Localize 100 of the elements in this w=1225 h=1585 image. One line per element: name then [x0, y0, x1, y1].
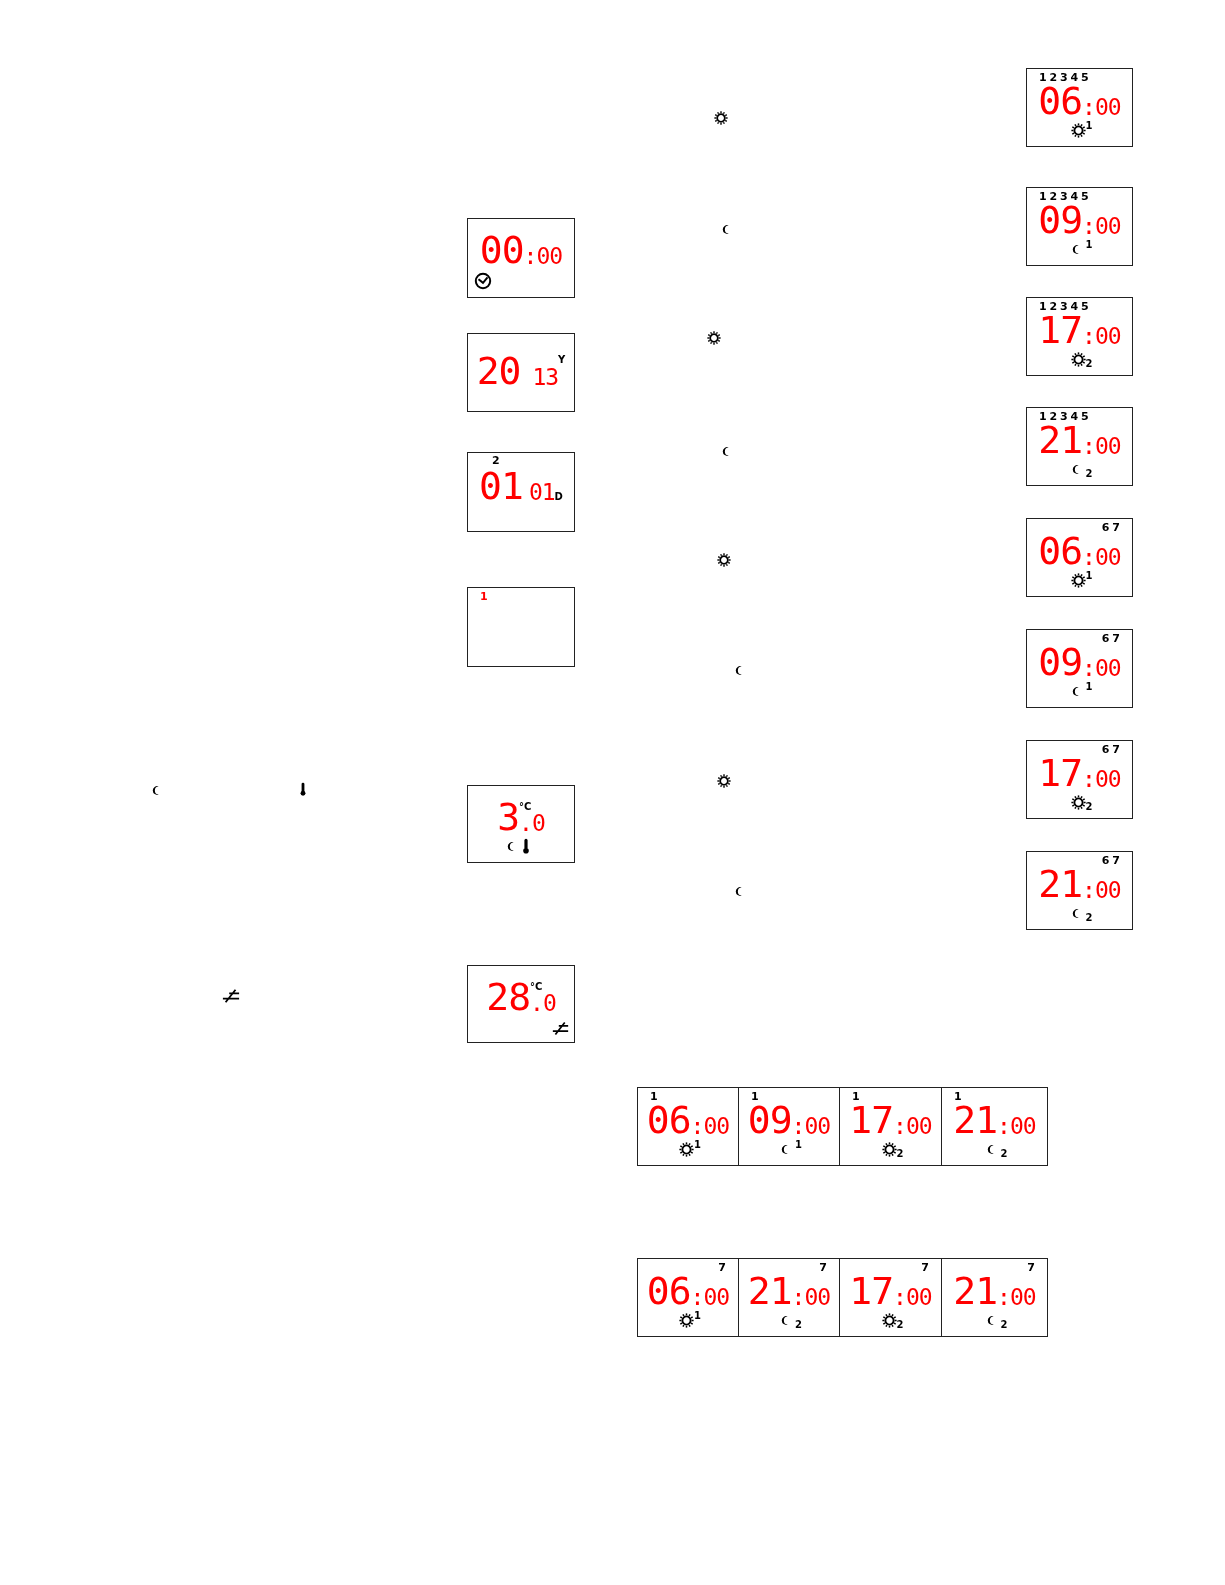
period-number: 1: [1085, 570, 1093, 582]
weekday-numbers: 1: [751, 1091, 759, 1103]
period-number: 2: [1085, 358, 1093, 370]
lcd-digits: :00: [523, 245, 563, 267]
lcd-digits: .0: [519, 812, 545, 834]
unit-label: °C: [530, 982, 543, 992]
lcd-display: [839, 1087, 942, 1166]
weekday-numbers: 1: [954, 1091, 962, 1103]
weekday-numbers: 6 7: [1101, 744, 1120, 756]
lcd-digits: :00: [1082, 96, 1121, 118]
unit-label: Y: [558, 354, 566, 366]
lcd-digits: 06: [646, 1103, 691, 1137]
lcd-display: [839, 1258, 942, 1337]
lcd-digits: :00: [1082, 657, 1121, 679]
weekday-numbers: 1 2 3 4 5: [1039, 191, 1089, 203]
weekday-numbers: 1 2 3 4 5: [1039, 301, 1089, 313]
period-number: 2: [1085, 801, 1093, 813]
weekday-numbers: 7: [921, 1262, 929, 1274]
weekday-numbers: 7: [1027, 1262, 1035, 1274]
lcd-digits: 06: [646, 1274, 691, 1308]
lcd-display: [637, 1258, 739, 1337]
lcd-digits: :00: [1082, 546, 1121, 568]
period-number: 1: [1085, 681, 1093, 693]
lcd-digits: 3: [497, 800, 520, 834]
program-number: 1: [480, 591, 488, 603]
lcd-display: [467, 218, 575, 298]
lcd-display: [941, 1258, 1048, 1337]
lcd-digits: 01: [528, 481, 555, 503]
lcd-digits: 20: [476, 354, 521, 388]
lcd-digits: .0: [530, 992, 556, 1014]
weekday-numbers: 6 7: [1101, 855, 1120, 867]
period-number: 1: [694, 1310, 701, 1322]
lcd-digits: :00: [1082, 435, 1121, 457]
lcd-digits: 09: [747, 1103, 792, 1137]
period-number: 2: [1000, 1148, 1008, 1160]
lcd-digits: 28: [486, 980, 531, 1014]
lcd-digits: 06: [1038, 84, 1083, 118]
weekday-number: 2: [492, 455, 500, 467]
lcd-display: [1026, 187, 1133, 266]
lcd-display: [738, 1258, 840, 1337]
lcd-display: [1026, 851, 1133, 930]
lcd-digits: :00: [997, 1115, 1036, 1137]
period-number: 2: [795, 1319, 802, 1331]
lcd-digits: :00: [1082, 325, 1121, 347]
lcd-display: [467, 785, 575, 863]
lcd-digits: :00: [893, 1286, 932, 1308]
lcd-digits: :00: [1082, 768, 1121, 790]
unit-label: D: [554, 491, 563, 503]
weekday-numbers: 1: [650, 1091, 658, 1103]
lcd-display: [1026, 740, 1133, 819]
lcd-display: [467, 452, 575, 532]
lcd-digits: :00: [690, 1115, 730, 1137]
period-number: 2: [896, 1148, 904, 1160]
weekday-numbers: 6 7: [1101, 522, 1120, 534]
lcd-display: [1026, 629, 1133, 708]
lcd-digits: :00: [791, 1115, 831, 1137]
lcd-display: [941, 1087, 1048, 1166]
period-number: 2: [1085, 468, 1093, 480]
period-number: 2: [896, 1319, 904, 1331]
lcd-digits: :00: [690, 1286, 730, 1308]
weekday-numbers: 6 7: [1101, 633, 1120, 645]
lcd-digits: 21: [953, 1274, 998, 1308]
lcd-digits: :00: [1082, 879, 1121, 901]
period-number: 2: [1085, 912, 1093, 924]
period-number: 1: [1085, 120, 1093, 132]
lcd-display: [1026, 407, 1133, 486]
lcd-digits: 09: [1038, 645, 1083, 679]
lcd-digits: 00: [479, 233, 524, 267]
lcd-display: [1026, 518, 1133, 597]
lcd-digits: 06: [1038, 534, 1083, 568]
lcd-digits: :00: [893, 1115, 932, 1137]
lcd-display: [467, 587, 575, 667]
lcd-digits: 09: [1038, 203, 1083, 237]
weekday-numbers: 7: [819, 1262, 827, 1274]
lcd-display: [467, 965, 575, 1043]
lcd-digits: 17: [1038, 313, 1083, 347]
lcd-digits: 21: [747, 1274, 792, 1308]
unit-label: °C: [519, 802, 532, 812]
lcd-digits: :00: [791, 1286, 831, 1308]
weekday-numbers: 7: [718, 1262, 726, 1274]
lcd-digits: 17: [1038, 756, 1083, 790]
period-number: 1: [694, 1139, 701, 1151]
lcd-digits: 21: [1038, 423, 1083, 457]
weekday-numbers: 1 2 3 4 5: [1039, 411, 1089, 423]
lcd-digits: 21: [1038, 867, 1083, 901]
lcd-digits: 17: [849, 1103, 894, 1137]
period-number: 2: [1000, 1319, 1008, 1331]
lcd-digits: 13: [532, 366, 559, 388]
lcd-digits: :00: [1082, 215, 1121, 237]
lcd-digits: 01: [479, 469, 523, 503]
weekday-numbers: 1 2 3 4 5: [1039, 72, 1089, 84]
lcd-digits: 17: [849, 1274, 894, 1308]
lcd-display: [738, 1087, 840, 1166]
lcd-display: [637, 1087, 739, 1166]
weekday-numbers: 1: [852, 1091, 860, 1103]
period-number: 1: [1085, 239, 1093, 251]
lcd-display: [467, 333, 575, 412]
lcd-display: [1026, 68, 1133, 147]
period-number: 1: [795, 1139, 802, 1151]
lcd-digits: 21: [953, 1103, 998, 1137]
